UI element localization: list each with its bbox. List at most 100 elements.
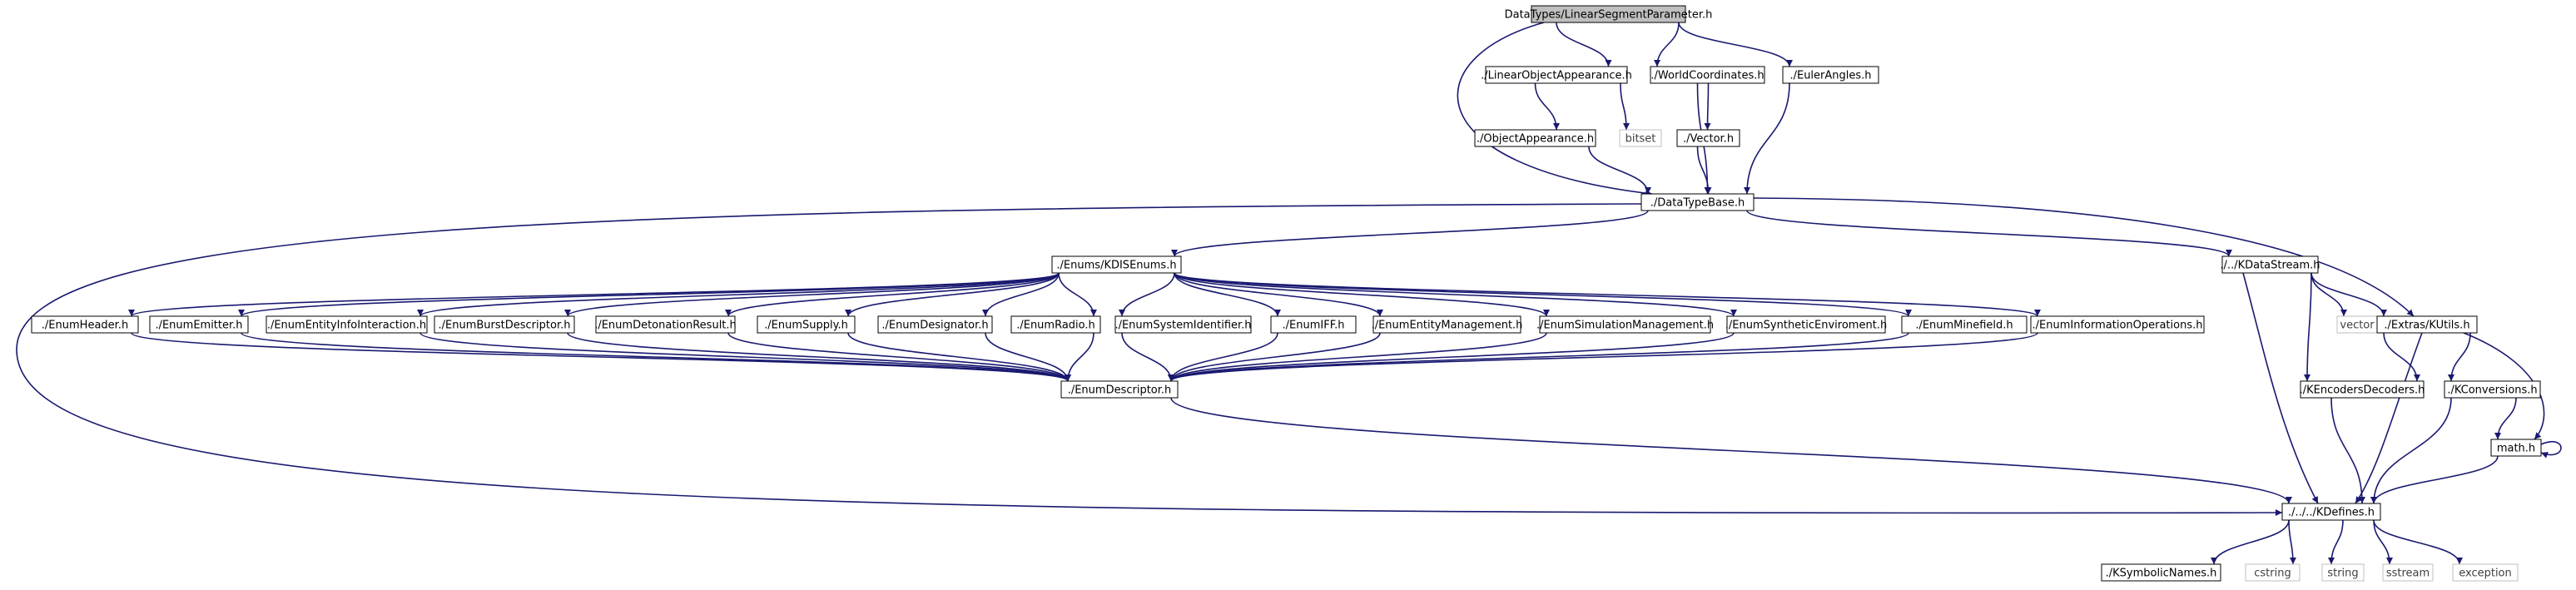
node-ebd[interactable]: ./EnumBurstDescriptor.h [434,315,575,334]
node-eeii[interactable]: ./EnumEntityInfoInteraction.h [266,315,428,334]
edge-kdis-to-eiff [1174,272,1281,317]
edge-root-to-dtb [1457,22,1653,197]
edge-kdis-to-eio [1174,272,2041,317]
node-label: ./EnumDetonationResult.h [594,320,737,332]
node-sstream[interactable]: sstream [2382,563,2434,582]
node-loa[interactable]: ./LinearObjectAppearance.h [1481,66,1632,84]
node-ked[interactable]: ./KEncodersDecoders.h [2300,380,2425,399]
edge-eeii-to-ed [419,332,1071,382]
node-kconv[interactable]: ./KConversions.h [2444,380,2541,399]
node-box [1901,315,2028,334]
node-eiff[interactable]: ./EnumIFF.h [1270,315,1357,334]
node-ksn[interactable]: ./KSymbolicNames.h [2101,563,2221,582]
node-esi[interactable]: ./EnumSystemIdentifier.h [1114,315,1252,334]
node-ed[interactable]: ./EnumDescriptor.h [1060,380,1179,399]
edge-emf-to-ed [1168,332,1909,382]
node-ese[interactable]: ./EnumSyntheticEnviroment.h [1725,315,1887,334]
node-label: ./EnumSupply.h [764,320,848,332]
node-edsg[interactable]: ./EnumDesignator.h [877,315,993,334]
node-ea[interactable]: ./EulerAngles.h [1782,66,1879,84]
node-box [1650,66,1765,84]
edge-kdis-to-eeii [417,272,1060,317]
node-dtb[interactable]: ./DataTypeBase.h [1640,193,1755,211]
node-box [2376,315,2478,334]
node-box [434,315,575,334]
node-box [2452,563,2519,582]
node-box [1485,66,1628,84]
node-kdef[interactable]: ./../../KDefines.h [2281,503,2381,521]
node-box [2382,563,2434,582]
node-er[interactable]: ./EnumRadio.h [1010,315,1101,334]
node-eio[interactable]: ./EnumInformationOperations.h [2030,315,2205,334]
edges [16,22,2562,565]
node-box [2490,439,2542,457]
node-edr[interactable]: ./EnumDetonationResult.h [594,315,737,334]
edge-eiff-to-ed [1168,332,1278,382]
node-wc[interactable]: ./WorldCoordinates.h [1650,66,1765,84]
edge-eio-to-ed [1168,332,2038,382]
edge-er-to-ed [1065,332,1094,382]
edge-edr-to-ed [727,332,1071,382]
node-root[interactable]: DataTypes/LinearSegmentParameter.h [1505,5,1713,23]
node-kutils[interactable]: ./Extras/KUtils.h [2376,315,2478,334]
edge-ese-to-ed [1168,332,1735,382]
node-eem[interactable]: ./EnumEmitter.h [149,315,249,334]
node-box [1726,315,1886,334]
node-kds[interactable]: ./../KDataStream.h [2220,255,2320,274]
node-label: ./../KDataStream.h [2220,260,2320,272]
node-box [1782,66,1879,84]
node-box [2101,563,2221,582]
node-box [595,315,736,334]
edge-kds-to-vector [2310,272,2347,317]
edge-kds-to-kutils [2310,272,2387,317]
node-label: ./EnumSimulationManagement.h [1536,320,1714,332]
nodes: DataTypes/LinearSegmentParameter.h ./Line… [31,5,2542,582]
node-label: ./WorldCoordinates.h [1650,70,1764,82]
node-eh[interactable]: ./EnumHeader.h [31,315,139,334]
node-emf[interactable]: ./EnumMinefield.h [1901,315,2028,334]
node-cstring[interactable]: cstring [2245,563,2301,582]
node-label: ./DataTypeBase.h [1650,197,1745,210]
node-label: sstream [2386,568,2430,580]
node-label: ./EnumDescriptor.h [1068,384,1172,397]
edge-kdis-to-er [1058,272,1097,317]
node-box [1270,315,1357,334]
edge-kdis-to-ese [1174,272,1737,317]
node-box [1619,129,1662,147]
node-label: ./KConversions.h [2447,384,2537,397]
node-label: ./EnumEntityInfoInteraction.h [267,320,426,332]
node-math[interactable]: math.h [2490,439,2542,457]
node-label: ./EnumInformationOperations.h [2033,320,2203,332]
node-label: ./EnumHeader.h [42,320,128,332]
node-label: ./EnumEntityManagement.h [1372,320,1523,332]
node-eemg[interactable]: ./EnumEntityManagement.h [1372,315,1523,334]
node-es[interactable]: ./EnumSupply.h [757,315,856,334]
edge-kdef-to-ksn [2211,519,2290,565]
node-oa[interactable]: ./ObjectAppearance.h [1474,129,1596,147]
edge-kdis-to-es [845,272,1060,317]
node-box [2444,380,2541,399]
node-label: ./EnumMinefield.h [1915,320,2013,332]
node-bitset[interactable]: bitset [1619,129,1662,147]
node-box [2221,255,2319,274]
node-label: vector [2340,320,2375,332]
edge-kutils-to-kconv [2448,332,2471,382]
node-box [1010,315,1101,334]
node-label: ./Extras/KUtils.h [2384,320,2469,332]
edge-loa-to-oa [1534,82,1560,131]
edge-kdef-to-string [2328,519,2344,565]
node-box [1372,315,1521,334]
node-string[interactable]: string [2321,563,2365,582]
node-exception[interactable]: exception [2452,563,2519,582]
node-kdis[interactable]: ./Enums/KDISEnums.h [1051,255,1182,274]
node-esm[interactable]: ./EnumSimulationManagement.h [1536,315,1714,334]
node-vector2[interactable]: ./Vector.h [1676,129,1740,147]
node-box [2300,380,2425,399]
edge-kdis-to-edsg [982,272,1060,317]
node-box [1676,129,1740,147]
node-label: ./EnumIFF.h [1283,320,1345,332]
node-vector[interactable]: vector [2336,315,2378,334]
edge-math-to-math [2540,440,2562,459]
node-label: ./KEncodersDecoders.h [2300,384,2425,397]
node-label: ./Enums/KDISEnums.h [1056,260,1176,272]
